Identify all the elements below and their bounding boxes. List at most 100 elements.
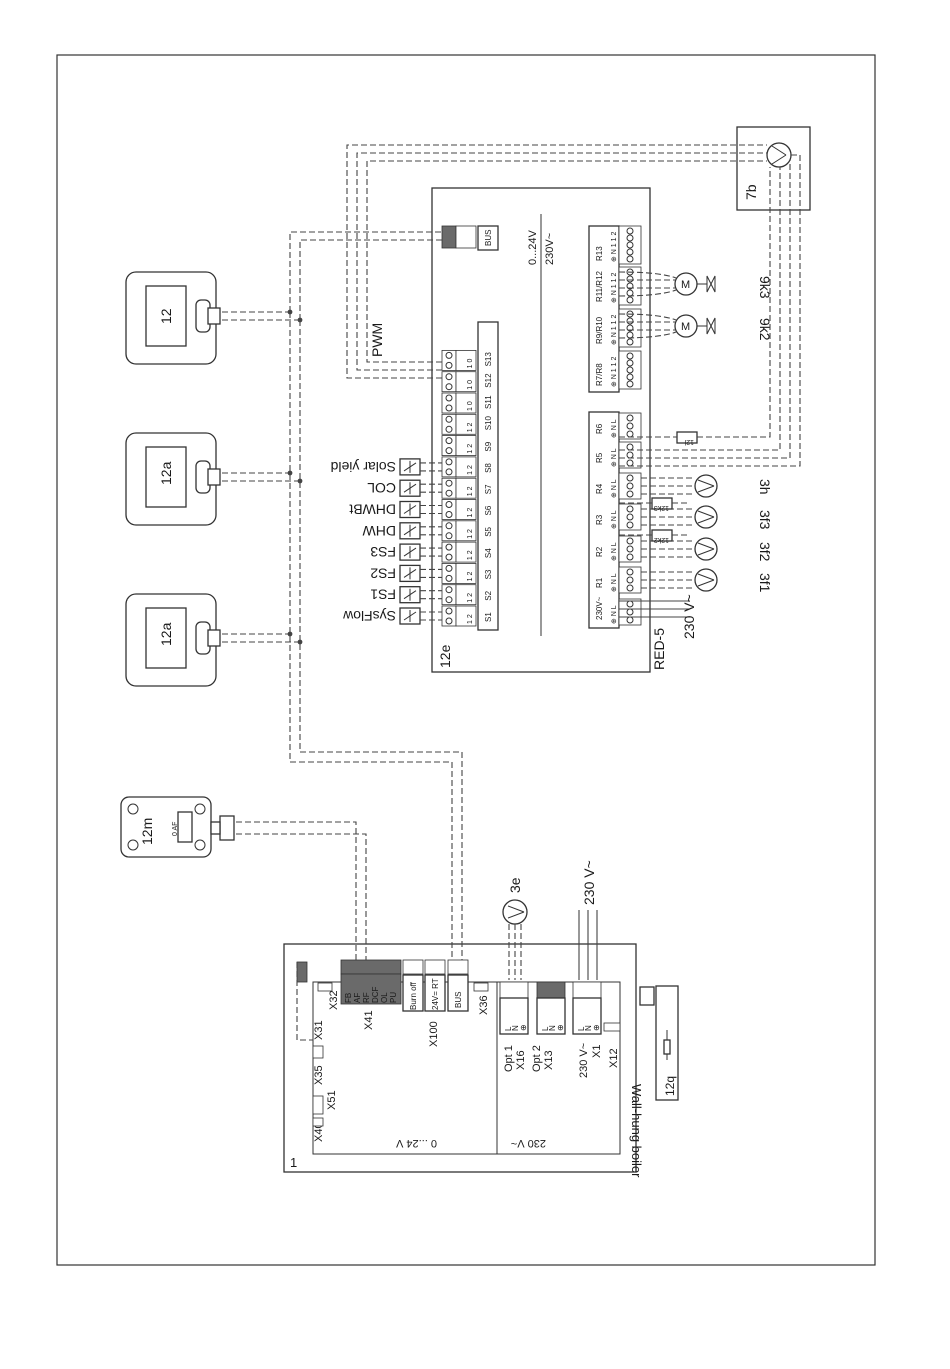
pin-label-s5: 1 2: [467, 529, 474, 539]
label-s12: S12: [484, 373, 493, 388]
label-x13: X13: [543, 1050, 555, 1070]
room-units: 12a 12a 12: [125, 271, 221, 687]
relay-pins-2: ⊕ N 1 1 2: [611, 273, 618, 303]
pin-label-s11: 1 0: [467, 401, 474, 411]
pin-label-s9: 1 2: [467, 444, 474, 454]
x41-pin-labels: FB AF RF DCF OL PU: [344, 986, 398, 1003]
connector-x31: [296, 961, 308, 983]
pin-label-s2: 1 2: [467, 593, 474, 603]
label-s7: S7: [484, 484, 493, 494]
svg-text:DCF: DCF: [371, 986, 380, 1003]
wall-hung-boiler: Wall-hung boiler 1 0 ...24 V 230 V~ X31 …: [283, 943, 644, 1178]
component-12q: [639, 985, 679, 1101]
label-x1: X1: [591, 1045, 603, 1058]
label-3e: 3e: [507, 877, 523, 893]
relay-r7r8: ⊕ N 1 1 2R7/R8: [595, 350, 642, 390]
svg-text:RF: RF: [362, 992, 371, 1003]
svg-text:PU: PU: [389, 992, 398, 1003]
sensor-label-1: FS1: [370, 587, 396, 603]
label-12q: 12q: [663, 1076, 677, 1096]
output-pins-2: ⊕ N L: [611, 542, 618, 561]
output-r5: ⊕ N LR5: [595, 441, 642, 469]
output-r3: ⊕ N LR3: [595, 503, 642, 531]
output-pins-4: ⊕ N L: [611, 479, 618, 498]
svg-text:AF: AF: [353, 993, 362, 1003]
pump-3f3: 3f3: [641, 505, 773, 530]
controller-model: RED-5: [651, 628, 667, 670]
label-s13: S13: [484, 352, 493, 367]
relay-label-2: R11/R12: [595, 270, 604, 302]
pin-label-s1: 1 2: [467, 614, 474, 624]
connector-x35: [312, 1045, 324, 1059]
boiler-id: 1: [290, 1155, 297, 1170]
label-s5: S5: [484, 526, 493, 536]
relay-label-1: R9/R10: [595, 316, 604, 344]
label-s9: S9: [484, 441, 493, 451]
sensor-label-4: DHW: [362, 523, 396, 539]
output-r6: ⊕ N LR6: [595, 412, 642, 440]
controller-low-voltage: 0...24V: [527, 229, 539, 265]
label-7b: 7b: [743, 184, 759, 200]
label-x35: X35: [313, 1065, 325, 1085]
sensor-label-7: Solar yield: [331, 459, 396, 475]
sensor-dhw: DHW: [362, 522, 442, 540]
label-12m: 12m: [139, 818, 155, 845]
label-s10: S10: [484, 416, 493, 431]
label-x51: X51: [326, 1090, 338, 1110]
x100-blocks: [402, 959, 469, 1012]
controller-id: 12e: [437, 644, 453, 668]
relay-pins-0: ⊕ N 1 1 2: [611, 357, 618, 387]
sensor-sysflow: SysFlow: [342, 607, 442, 625]
pin-label-s10: 1 2: [467, 422, 474, 432]
label-s1: S1: [484, 612, 493, 622]
output-pins-1: ⊕ N L: [611, 573, 618, 592]
label-s3: S3: [484, 569, 493, 579]
pump-label-r3: 3f3: [757, 510, 773, 530]
label-s11: S11: [484, 395, 493, 409]
svg-text:⊕: ⊕: [592, 1024, 601, 1031]
connector-x12: [603, 1022, 621, 1032]
valve-9k2: [618, 313, 716, 339]
label-12k2: 12k2: [654, 536, 669, 543]
boiler-low-voltage: 0 ...24 V: [395, 1137, 437, 1149]
label-s4: S4: [484, 548, 493, 558]
label-12l: 12l: [684, 438, 694, 445]
connector-x51: [312, 1095, 324, 1115]
label-x31: X31: [313, 1020, 325, 1040]
mains-terminal-blocks: [499, 981, 602, 1035]
terminal-s12: 1 0 S12: [441, 371, 493, 393]
pin-label-s12: 1 0: [467, 380, 474, 390]
svg-text:L: L: [541, 1026, 550, 1031]
output-pins-6: ⊕ N L: [611, 419, 618, 438]
label-s8: S8: [484, 463, 493, 473]
room-unit-label-2: 12: [158, 308, 174, 324]
room-unit-0: 12a: [125, 593, 221, 687]
pin-label-s13: 1 0: [467, 359, 474, 369]
svg-text:L: L: [577, 1026, 586, 1031]
wire-controller-mains: [619, 600, 690, 618]
connector-x36: [473, 982, 489, 992]
thermostat-12k2: [619, 529, 690, 542]
output-r1: ⊕ N LR1: [595, 566, 642, 594]
pump-3f2: 3f2: [641, 537, 773, 562]
label-9k2: 9k2: [757, 318, 773, 341]
label-12m-terminals: 0 AF: [172, 822, 179, 836]
connector-x40: [312, 1117, 324, 1127]
sensor-fs3: FS3: [370, 543, 442, 561]
sensor-fs1: FS1: [370, 586, 442, 604]
bus-label: BUS: [454, 992, 463, 1008]
lne-labels: L N ⊕ L N ⊕ L N ⊕: [504, 1024, 601, 1031]
label-opt2: Opt 2: [531, 1045, 543, 1072]
room-unit-1: 12a: [125, 432, 221, 526]
output-label-4: R4: [595, 483, 604, 494]
label-x16: X16: [515, 1050, 527, 1070]
pump-label-r1: 3f1: [757, 573, 773, 593]
sensor-label-2: FS2: [370, 565, 396, 581]
